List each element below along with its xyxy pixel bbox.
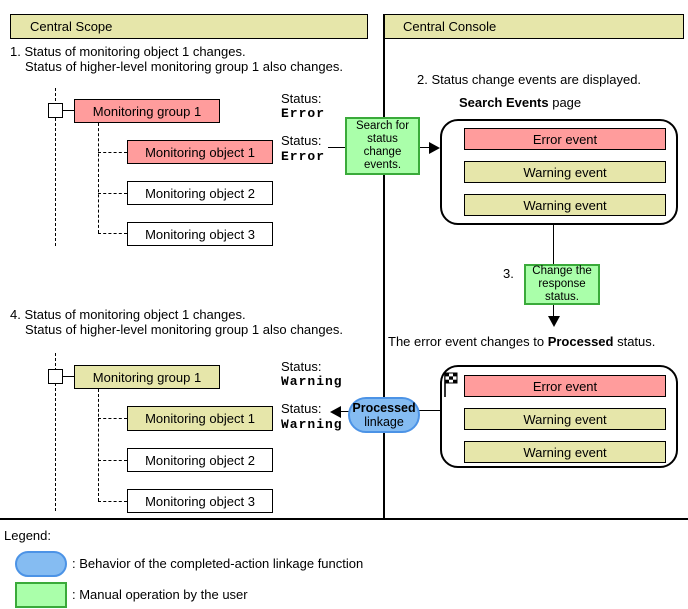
tree4-node-square — [48, 369, 63, 384]
page-title-bold: Search Events — [459, 95, 549, 110]
tree1-branch-connector — [98, 233, 127, 234]
legend-linkage-text: : Behavior of the completed-action linka… — [72, 556, 364, 571]
legend-manual-shape — [15, 582, 67, 608]
tree1-branch-connector — [98, 152, 127, 153]
search-arrow-line — [420, 147, 430, 148]
tree4-branch-connector — [98, 501, 127, 502]
step3-arrow-line-top — [553, 225, 554, 264]
object-status-label: Status: — [281, 133, 322, 148]
step2-caption: 2. Status change events are displayed. — [417, 72, 642, 87]
tree4-branch-line — [98, 389, 99, 501]
event-label: Warning event — [523, 164, 607, 180]
step1-caption-line1: 1. Status of monitoring object 1 changes… — [10, 44, 246, 59]
event-label: Warning event — [523, 444, 607, 460]
search-events-page-title: Search Events page — [459, 96, 581, 110]
monitoring-object2-box: Monitoring object 2 — [127, 448, 273, 472]
processed-note-pre: The error event changes to — [388, 334, 548, 349]
monitoring-object-label: Monitoring object 2 — [145, 452, 255, 468]
step3-number: 3. — [503, 266, 514, 281]
group-status-value: Error — [281, 106, 326, 121]
linkage-to-status-line — [340, 411, 349, 412]
object-status-value: Error — [281, 149, 326, 164]
event-label: Warning event — [523, 197, 607, 213]
header-central-console-label: Central Console — [403, 19, 497, 34]
monitoring-object-label: Monitoring object 3 — [145, 493, 255, 509]
step1-caption-line2: Status of higher-level monitoring group … — [25, 59, 343, 74]
arrow-right-icon — [429, 142, 440, 154]
monitoring-group-box-warning: Monitoring group 1 — [74, 365, 220, 389]
monitoring-object-label: Monitoring object 1 — [145, 411, 255, 426]
step3-arrow-line-bottom — [553, 305, 554, 317]
object-status-label: Status: — [281, 401, 322, 416]
object-status-value: Warning — [281, 417, 343, 432]
linkage-label-bold: Processed — [352, 401, 416, 415]
monitoring-group-box-error: Monitoring group 1 — [74, 99, 220, 123]
tree1-trunk-line — [55, 88, 56, 246]
status-to-search-line — [328, 147, 345, 148]
change-status-label: Change the response status. — [532, 265, 592, 303]
linkage-to-panel-line — [418, 410, 440, 411]
warning-event-row: Warning event — [464, 408, 666, 430]
monitoring-object3-box: Monitoring object 3 — [127, 222, 273, 246]
step4-caption-line2: Status of higher-level monitoring group … — [25, 322, 343, 337]
step4-caption-line1: 4. Status of monitoring object 1 changes… — [10, 307, 246, 322]
processed-note-post: status. — [613, 334, 656, 349]
legend-title: Legend: — [4, 528, 51, 543]
tree4-node-connector — [63, 376, 74, 377]
tree4-branch-connector — [98, 418, 127, 419]
warning-event-row: Warning event — [464, 194, 666, 216]
header-central-scope-label: Central Scope — [30, 19, 113, 34]
monitoring-group-label: Monitoring group 1 — [92, 369, 202, 385]
search-action-box: Search for status change events. — [345, 117, 420, 175]
monitoring-object-label: Monitoring object 3 — [145, 226, 255, 242]
processed-flag-icon — [444, 372, 458, 397]
event-label: Error event — [532, 131, 598, 147]
warning-event-row: Warning event — [464, 161, 666, 183]
arrow-left-icon — [330, 406, 341, 418]
monitoring-object-label: Monitoring object 1 — [145, 144, 255, 160]
legend-divider-line — [0, 518, 688, 520]
arrow-down-icon — [548, 316, 560, 327]
tree1-branch-connector — [98, 193, 127, 194]
legend-linkage-shape — [15, 551, 67, 577]
monitoring-object-label: Monitoring object 2 — [145, 185, 255, 201]
group-status-label: Status: — [281, 359, 322, 374]
monitoring-object3-box: Monitoring object 3 — [127, 489, 273, 513]
processed-linkage-ellipse: Processed linkage — [348, 397, 420, 433]
event-label: Warning event — [523, 411, 607, 427]
tree1-node-connector — [63, 110, 74, 111]
event-label: Error event — [532, 378, 598, 394]
tree1-branch-line — [98, 123, 99, 233]
header-central-console: Central Console — [383, 14, 684, 39]
tree4-branch-connector — [98, 460, 127, 461]
column-divider-line — [383, 14, 385, 519]
linkage-label-rest: linkage — [364, 415, 404, 429]
error-event-row-processed: Error event — [464, 375, 666, 397]
error-event-row: Error event — [464, 128, 666, 150]
search-action-label: Search for status change events. — [355, 120, 410, 171]
warning-event-row: Warning event — [464, 441, 666, 463]
monitoring-group-label: Monitoring group 1 — [92, 103, 202, 119]
legend-manual-text: : Manual operation by the user — [72, 587, 248, 602]
group-status-label: Status: — [281, 91, 322, 106]
processed-note-bold: Processed — [547, 334, 614, 349]
header-central-scope: Central Scope — [10, 14, 368, 39]
change-status-action-box: Change the response status. — [524, 264, 600, 305]
page-title-suffix: page — [548, 95, 582, 110]
monitoring-object1-box-warning: Monitoring object 1 — [127, 406, 273, 431]
tree1-node-square — [48, 103, 63, 118]
group-status-value: Warning — [281, 374, 343, 389]
processed-note: The error event changes to Processed sta… — [388, 335, 655, 349]
monitoring-object1-box-error: Monitoring object 1 — [127, 140, 273, 164]
tree4-trunk-line — [55, 353, 56, 511]
monitoring-object2-box: Monitoring object 2 — [127, 181, 273, 205]
